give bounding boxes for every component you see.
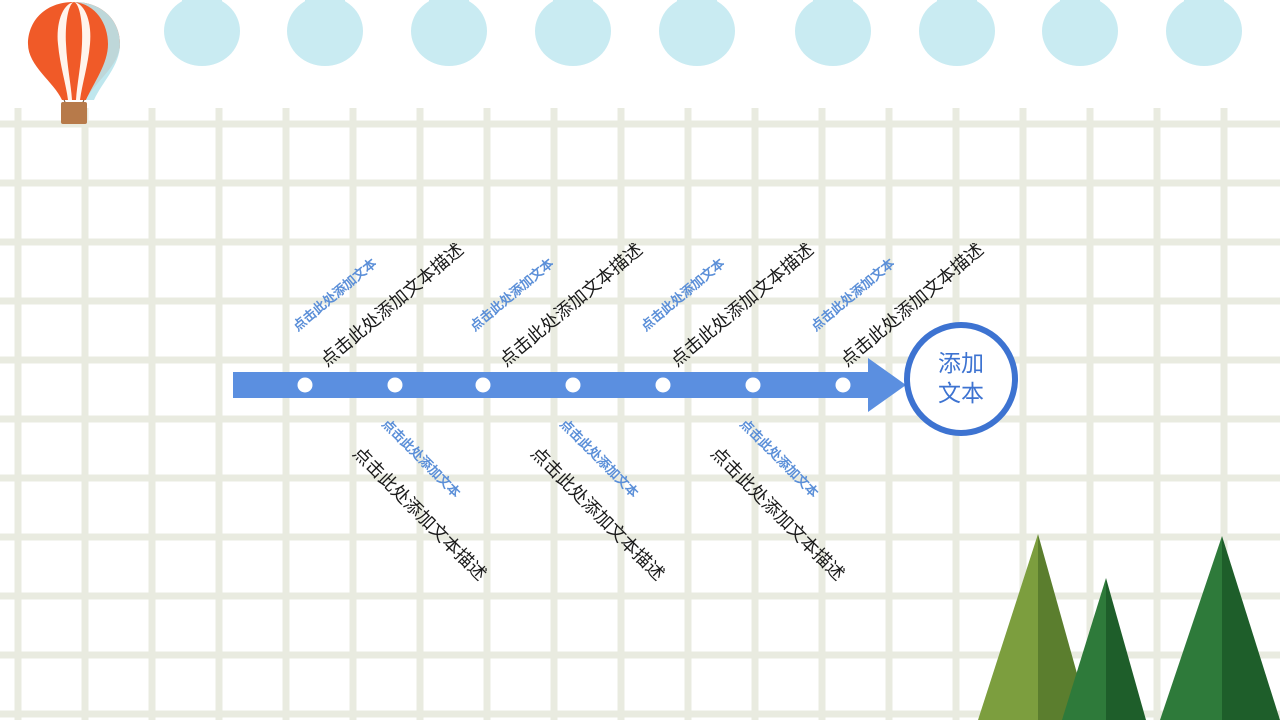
- spine-dot: [745, 377, 761, 393]
- spine-dot: [655, 377, 671, 393]
- scallop-bulb: [1042, 0, 1118, 70]
- spine-dot: [387, 377, 403, 393]
- spine-bar: [233, 372, 883, 398]
- scallop-bulb: [1166, 0, 1242, 70]
- head-text-line2: 文本: [938, 381, 984, 407]
- spine-arrowhead: [868, 358, 906, 412]
- scallop-bulb: [164, 0, 240, 70]
- spine-dot: [475, 377, 491, 393]
- scallop-bulb: [411, 0, 487, 70]
- scallop-bulb: [919, 0, 995, 70]
- pine-tree-icon: [978, 534, 1280, 720]
- spine-dot: [297, 377, 313, 393]
- head-text-line1: 添加: [938, 351, 984, 377]
- spine-dot: [565, 377, 581, 393]
- fish-head-circle[interactable]: 添加 文本: [904, 322, 1018, 436]
- scallop-bulb: [535, 0, 611, 70]
- scallop-bulb: [659, 0, 735, 70]
- scallop-bulb: [287, 0, 363, 70]
- scallop-bulb: [795, 0, 871, 70]
- spine-dot: [835, 377, 851, 393]
- hot-air-balloon-icon: [28, 2, 120, 124]
